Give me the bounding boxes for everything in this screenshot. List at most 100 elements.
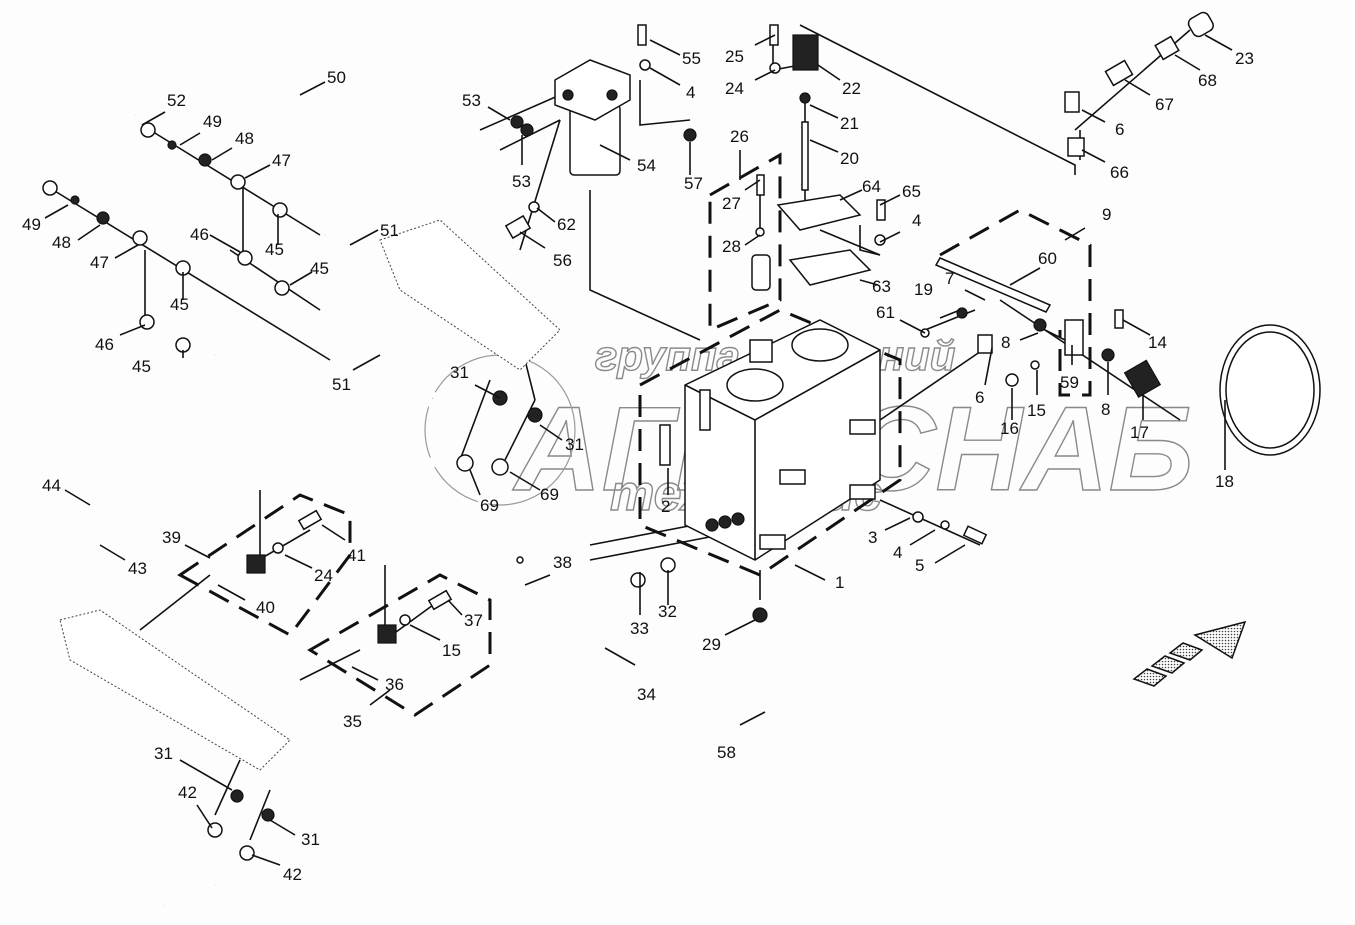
washer-icon xyxy=(272,542,284,554)
adapter-icon xyxy=(1154,35,1180,61)
callout-25: 25 xyxy=(725,47,744,66)
callout-6: 6 xyxy=(1115,120,1124,139)
callout-69: 69 xyxy=(480,496,499,515)
screw-icon xyxy=(427,589,453,611)
callout-20: 20 xyxy=(840,149,859,168)
forward-direction-icon xyxy=(1132,620,1247,687)
fitting-icon xyxy=(527,407,543,423)
breather-icon xyxy=(749,339,773,363)
assembly-1-outline xyxy=(638,308,902,577)
assembly-9-outline xyxy=(939,208,1092,397)
washer-icon xyxy=(912,511,924,523)
fitting-icon xyxy=(261,808,275,822)
callout-60: 60 xyxy=(1038,249,1057,268)
callout-4: 4 xyxy=(912,211,921,230)
callout-31: 31 xyxy=(154,744,173,763)
callout-2: 2 xyxy=(661,497,670,516)
fitting-icon xyxy=(198,153,212,167)
nut-icon xyxy=(1005,373,1019,387)
assembly-39-outline xyxy=(177,493,352,637)
callout-48: 48 xyxy=(235,129,254,148)
callout-3: 3 xyxy=(868,528,877,547)
elbow-icon xyxy=(1064,91,1080,113)
elbow-icon xyxy=(977,334,993,354)
callout-45: 45 xyxy=(310,259,329,278)
callout-15: 15 xyxy=(442,641,461,660)
callout-35: 35 xyxy=(343,712,362,731)
sight-gauge-icon xyxy=(699,389,711,431)
callout-61: 61 xyxy=(876,303,895,322)
callout-37: 37 xyxy=(464,611,483,630)
screw-icon xyxy=(756,174,765,196)
washer-icon xyxy=(399,614,411,626)
tank-port-icon xyxy=(791,328,849,362)
callout-1: 1 xyxy=(835,573,844,592)
callout-38: 38 xyxy=(553,553,572,572)
callout-40: 40 xyxy=(256,598,275,617)
block-icon xyxy=(246,554,266,574)
callout-43: 43 xyxy=(128,559,147,578)
callout-53: 53 xyxy=(462,91,481,110)
bolt-icon xyxy=(1114,309,1124,329)
callout-45: 45 xyxy=(265,240,284,259)
ghost-pumps xyxy=(59,219,561,771)
fitting-icon xyxy=(1067,137,1085,157)
callout-24: 24 xyxy=(314,566,333,585)
sight-gauge-icon xyxy=(659,424,671,466)
callout-45: 45 xyxy=(170,295,189,314)
fitting-icon xyxy=(230,789,244,803)
gasket-icon xyxy=(788,249,872,286)
nut-icon xyxy=(272,202,288,218)
callout-31: 31 xyxy=(565,435,584,454)
nut-icon xyxy=(683,128,697,142)
callout-54: 54 xyxy=(637,156,656,175)
clamp-icon xyxy=(491,458,509,476)
callout-46: 46 xyxy=(190,225,209,244)
nut-icon xyxy=(1101,348,1115,362)
mount-pad-icon xyxy=(779,469,806,485)
callout-22: 22 xyxy=(842,79,861,98)
callout-9: 9 xyxy=(1102,205,1111,224)
callout-62: 62 xyxy=(557,215,576,234)
callout-28: 28 xyxy=(722,237,741,256)
washer-icon xyxy=(755,227,765,237)
callout-67: 67 xyxy=(1155,95,1174,114)
callout-57: 57 xyxy=(684,174,703,193)
plug-icon xyxy=(660,557,676,573)
callout-6: 6 xyxy=(975,388,984,407)
mount-pad-icon xyxy=(849,484,876,500)
bolt-icon xyxy=(876,199,886,221)
hose-34 xyxy=(384,509,606,686)
port-fitting-icon xyxy=(718,515,732,529)
callout-32: 32 xyxy=(658,602,677,621)
coupling-icon xyxy=(1104,59,1134,87)
callout-68: 68 xyxy=(1198,71,1217,90)
callout-49: 49 xyxy=(22,215,41,234)
bolt-icon xyxy=(962,525,988,545)
callout-23: 23 xyxy=(1235,49,1254,68)
screw-icon xyxy=(297,509,323,531)
bolt-icon xyxy=(637,24,647,46)
callout-47: 47 xyxy=(272,151,291,170)
bracket-icon xyxy=(1064,319,1084,356)
callout-47: 47 xyxy=(90,253,109,272)
callout-59: 59 xyxy=(1060,373,1079,392)
washer-icon xyxy=(1030,360,1040,370)
callout-58: 58 xyxy=(717,743,736,762)
callout-33: 33 xyxy=(630,619,649,638)
callout-48: 48 xyxy=(52,233,71,252)
return-filter xyxy=(554,59,631,176)
callout-4: 4 xyxy=(686,83,695,102)
mount-pad-icon xyxy=(849,419,876,435)
oring-icon xyxy=(516,556,524,564)
callout-8: 8 xyxy=(1001,333,1010,352)
washer-icon xyxy=(167,140,177,150)
coiled-tube-icon xyxy=(1225,331,1315,449)
fitting-icon xyxy=(799,92,811,104)
tee-icon xyxy=(230,174,246,190)
callout-31: 31 xyxy=(301,830,320,849)
block-icon xyxy=(377,624,397,644)
callout-16: 16 xyxy=(1000,419,1019,438)
callout-46: 46 xyxy=(95,335,114,354)
